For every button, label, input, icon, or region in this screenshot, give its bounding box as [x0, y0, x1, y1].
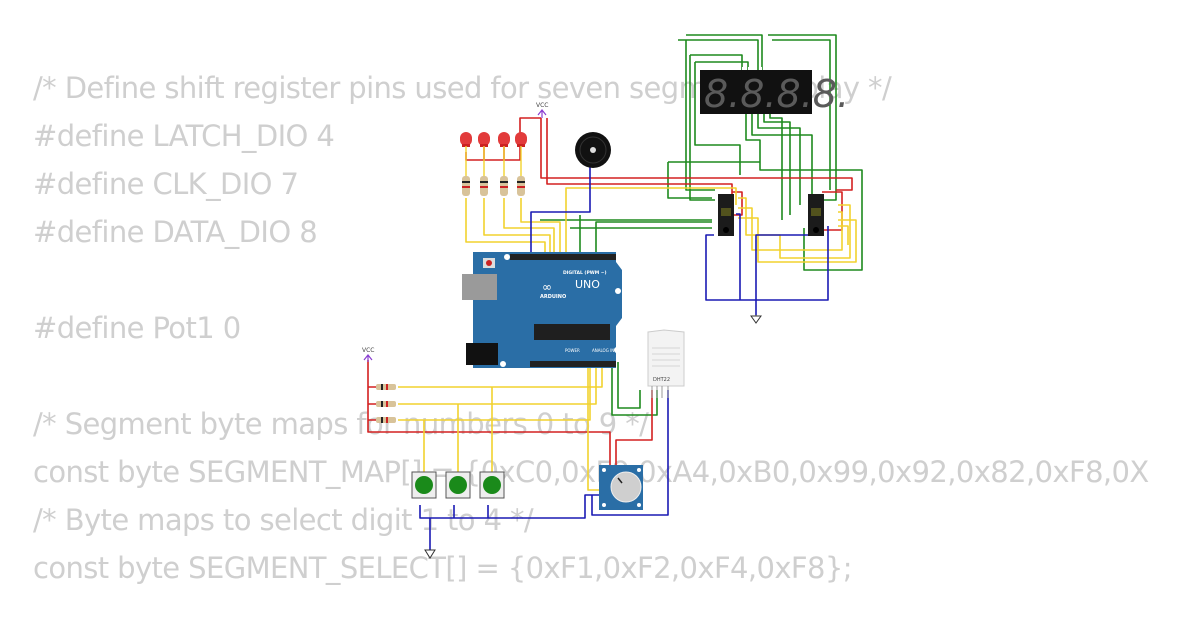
resistor-icon	[376, 384, 396, 390]
led-icon	[515, 132, 527, 147]
svg-text:VCC: VCC	[362, 347, 374, 354]
push-button-3[interactable]	[479, 471, 505, 499]
code-line-6: #define Pot1 0	[33, 311, 241, 345]
shift-register-2	[808, 194, 824, 236]
blue-wires	[419, 150, 829, 550]
resistor-group	[462, 176, 525, 196]
vcc-symbol-1: VCC	[536, 102, 548, 118]
svg-text:ANALOG IN: ANALOG IN	[592, 348, 614, 353]
yellow-wires	[398, 187, 857, 491]
resistor-icon	[480, 176, 488, 196]
code-line-3: #define CLK_DIO 7	[33, 167, 299, 201]
resistor-icon	[462, 176, 470, 196]
svg-text:DIGITAL (PWM ~): DIGITAL (PWM ~)	[563, 270, 607, 276]
resistor-icon	[500, 176, 508, 196]
led-icon	[498, 132, 510, 147]
green-wires	[540, 34, 863, 416]
svg-text:UNO: UNO	[575, 278, 600, 291]
code-line-10: /* Byte maps to select digit 1 to 4 */	[33, 503, 534, 537]
vcc-symbol-2: VCC	[362, 347, 374, 362]
code-line-9: const byte SEGMENT_MAP[] = {0xC0,0xF9,0x…	[33, 455, 1149, 489]
ground-icon	[750, 315, 762, 324]
svg-text:POWER: POWER	[565, 348, 580, 353]
potentiometer[interactable]	[599, 465, 643, 510]
dht22-sensor: DHT22	[647, 329, 685, 398]
led-group	[460, 132, 527, 176]
button-resistors	[368, 384, 396, 423]
arduino-infinity-logo: ∞	[542, 280, 552, 294]
code-line-4: #define DATA_DIO 8	[33, 215, 318, 249]
led-icon	[478, 132, 490, 147]
resistor-icon	[376, 401, 396, 407]
resistor-icon	[517, 176, 525, 196]
arduino-uno-board: DIGITAL (PWM ~) ∞ UNO ARDUINO POWER ANAL…	[462, 252, 622, 368]
led-icon	[460, 132, 472, 147]
shift-register-1	[718, 194, 734, 236]
svg-text:VCC: VCC	[536, 102, 548, 109]
push-button-2[interactable]	[445, 471, 471, 499]
code-line-11: const byte SEGMENT_SELECT[] = {0xF1,0xF2…	[33, 551, 852, 585]
buzzer-icon	[575, 132, 611, 168]
push-button-1[interactable]	[411, 471, 437, 499]
svg-text:DHT22: DHT22	[653, 377, 670, 383]
code-line-1: /* Define shift register pins used for s…	[33, 71, 892, 105]
code-line-2: #define LATCH_DIO 4	[33, 119, 335, 153]
ground-icon	[424, 549, 436, 559]
display-digits: 8.8.8.8.	[704, 72, 849, 116]
resistor-icon	[376, 417, 396, 423]
seven-segment-display: 8.8.8.8.	[700, 67, 849, 117]
svg-text:ARDUINO: ARDUINO	[540, 294, 566, 300]
